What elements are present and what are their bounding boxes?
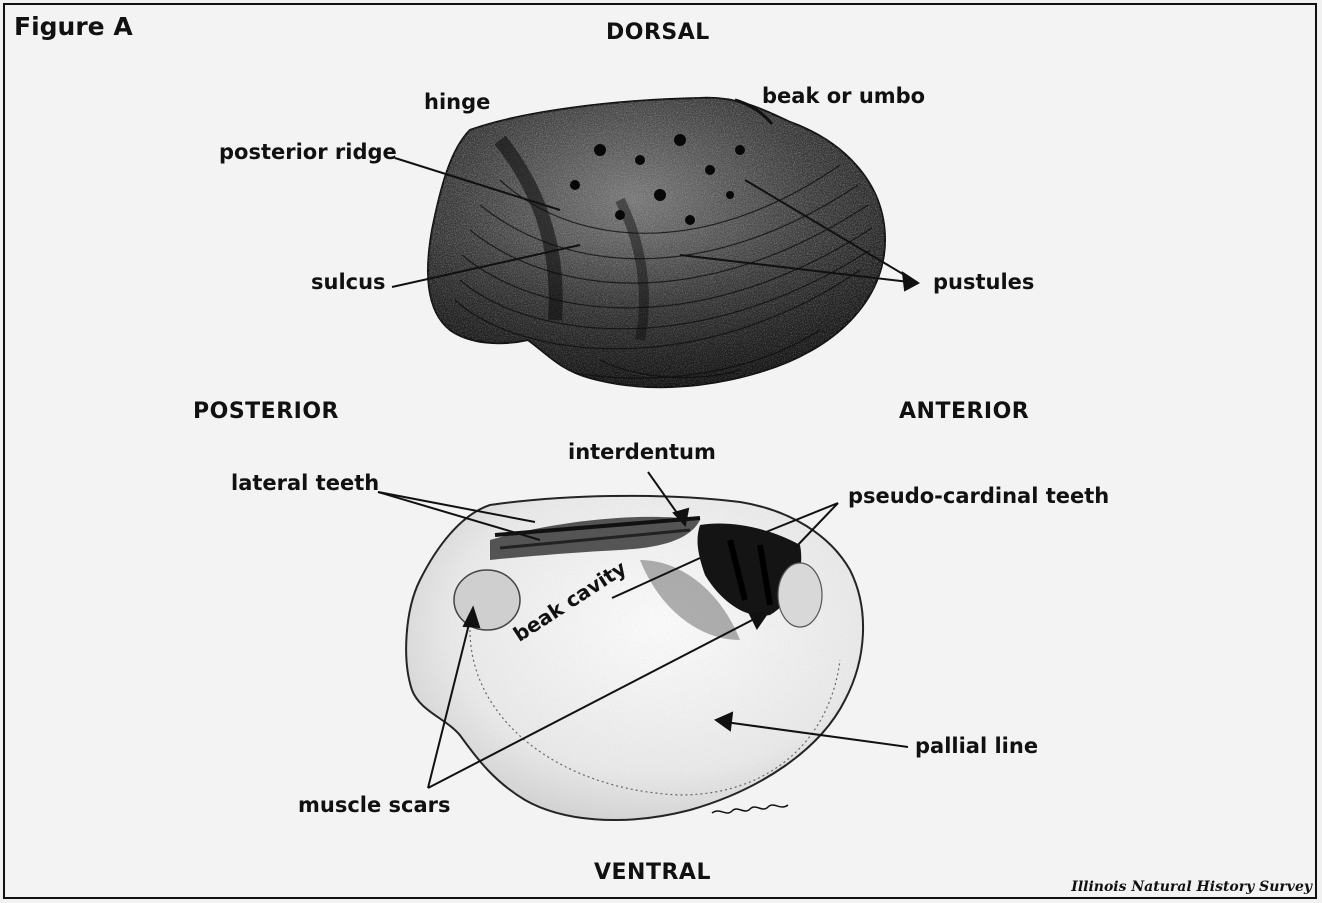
credit-label: Illinois Natural History Survey xyxy=(1071,879,1312,895)
pseudo-cardinal-teeth-label: pseudo-cardinal teeth xyxy=(848,486,1109,507)
interdentum-label: interdentum xyxy=(568,442,716,463)
hinge-label: hinge xyxy=(424,92,490,113)
pustules-label: pustules xyxy=(933,272,1034,293)
beak-or-umbo-label: beak or umbo xyxy=(762,86,925,107)
pallial-line-label: pallial line xyxy=(915,736,1038,757)
figure-title: Figure A xyxy=(14,14,133,39)
muscle-scars-label: muscle scars xyxy=(298,795,451,816)
posterior-label: POSTERIOR xyxy=(193,401,339,423)
posterior-ridge-label: posterior ridge xyxy=(219,142,397,163)
exterior-shell xyxy=(420,90,900,400)
ventral-label: VENTRAL xyxy=(594,862,711,884)
sulcus-label: sulcus xyxy=(311,272,386,293)
dorsal-label: DORSAL xyxy=(606,22,710,44)
anterior-label: ANTERIOR xyxy=(899,401,1029,423)
lateral-teeth-label: lateral teeth xyxy=(231,473,379,494)
interior-shell xyxy=(400,490,880,830)
